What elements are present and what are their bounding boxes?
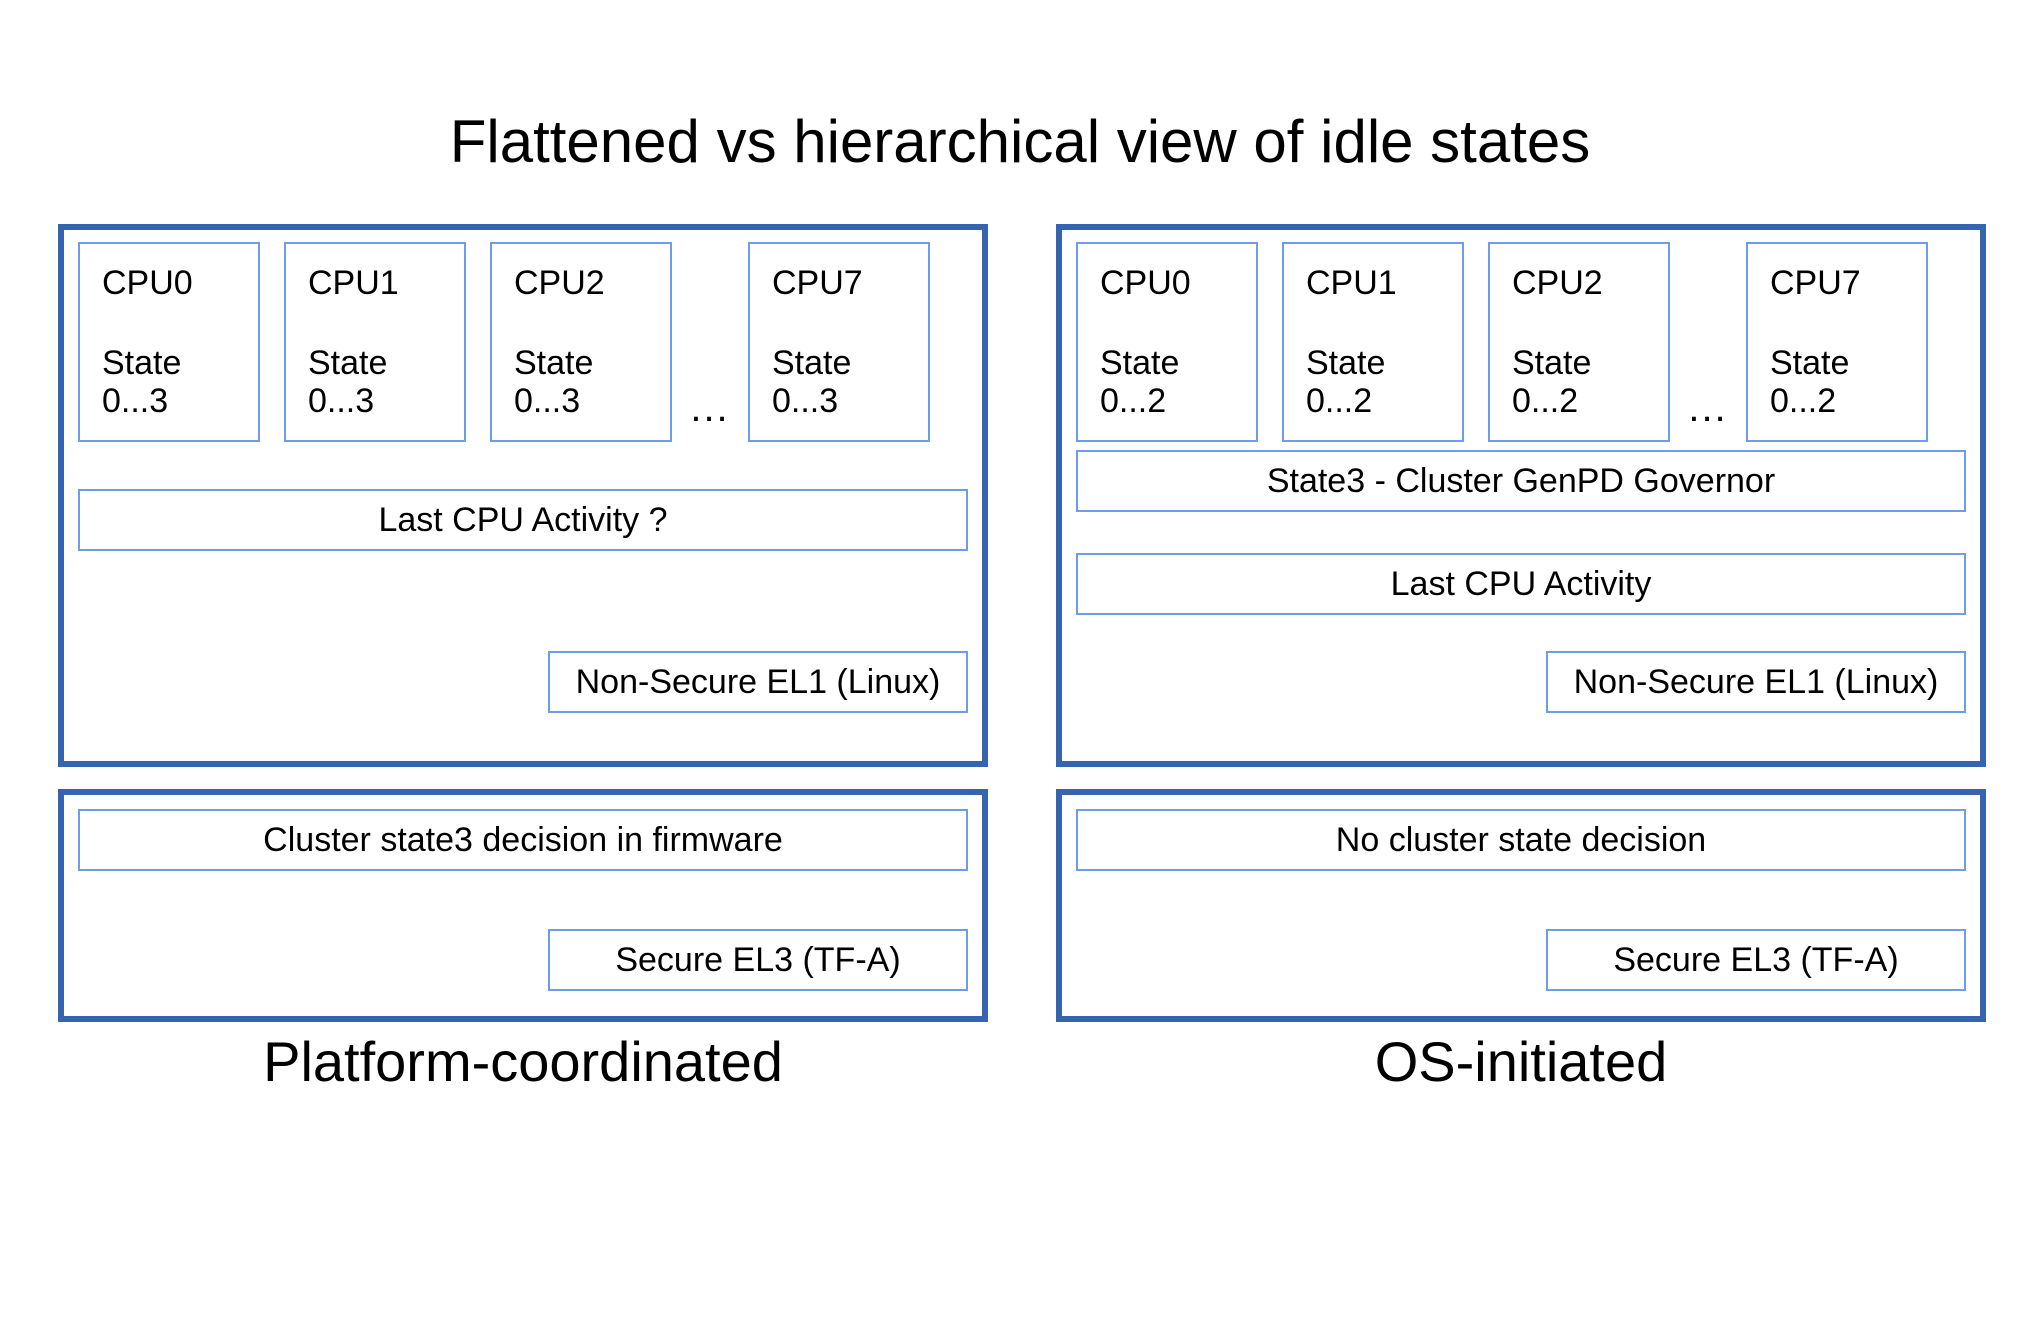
cpu-state-range: 0...2 xyxy=(1100,381,1167,420)
diagram-column-platform-coordinated: CPU0 State 0...3 CPU1 State 0...3 CPU2 S… xyxy=(58,224,988,1022)
firmware-panel-os-initiated: No cluster state decision Secure EL3 (TF… xyxy=(1056,789,1986,1022)
caption-platform-coordinated: Platform-coordinated xyxy=(263,1030,783,1093)
cpu-label: CPU7 xyxy=(1770,264,1861,302)
cpu-state-label: State xyxy=(102,343,182,382)
caption-os-initiated: OS-initiated xyxy=(1374,1030,1668,1093)
exception-level-el1-box-left: Non-Secure EL1 (Linux) xyxy=(548,651,968,713)
exception-level-el3-box-left: Secure EL3 (TF-A) xyxy=(548,929,968,991)
cpu-box-cpu1-right: CPU1 State 0...2 xyxy=(1282,242,1464,442)
cpu-state-range: 0...3 xyxy=(308,381,375,420)
cpu-box-cpu7-left: CPU7 State 0...3 xyxy=(748,242,930,442)
cpu-state-block: State 0...2 xyxy=(1100,344,1179,420)
cpu-state-block: State 0...3 xyxy=(772,344,851,420)
cpu-state-block: State 0...3 xyxy=(514,344,593,420)
last-cpu-activity-box-right: Last CPU Activity xyxy=(1076,553,1966,615)
cpu-state-label: State xyxy=(772,343,852,382)
cpu-state-block: State 0...2 xyxy=(1512,344,1591,420)
cpu-state-range: 0...2 xyxy=(1770,381,1837,420)
cpu-box-cpu1-left: CPU1 State 0...3 xyxy=(284,242,466,442)
cpu-box-cpu0-right: CPU0 State 0...2 xyxy=(1076,242,1258,442)
cpu-label: CPU0 xyxy=(1100,264,1191,302)
cpu-box-cpu2-left: CPU2 State 0...3 xyxy=(490,242,672,442)
cpu-state-block: State 0...2 xyxy=(1770,344,1849,420)
cluster-decision-box-right: No cluster state decision xyxy=(1076,809,1966,871)
cpu-state-label: State xyxy=(308,343,388,382)
os-panel-platform-coordinated: CPU0 State 0...3 CPU1 State 0...3 CPU2 S… xyxy=(58,224,988,767)
os-panel-os-initiated: CPU0 State 0...2 CPU1 State 0...2 CPU2 S… xyxy=(1056,224,1986,767)
last-cpu-activity-box-left: Last CPU Activity ? xyxy=(78,489,968,551)
exception-level-el1-box-right: Non-Secure EL1 (Linux) xyxy=(1546,651,1966,713)
cpu-state-label: State xyxy=(1770,343,1850,382)
cpu-box-cpu0-left: CPU0 State 0...3 xyxy=(78,242,260,442)
cpu-state-label: State xyxy=(1306,343,1386,382)
cpu-state-range: 0...3 xyxy=(772,381,839,420)
cpu-label: CPU2 xyxy=(514,264,605,302)
cpu-state-block: State 0...3 xyxy=(102,344,181,420)
cpu-state-range: 0...2 xyxy=(1512,381,1579,420)
cpu-ellipsis-right: ... xyxy=(1688,386,1728,430)
cpu-state-range: 0...3 xyxy=(514,381,581,420)
cpu-label: CPU0 xyxy=(102,264,193,302)
cpu-state-label: State xyxy=(514,343,594,382)
cpu-box-cpu2-right: CPU2 State 0...2 xyxy=(1488,242,1670,442)
cpu-ellipsis-left: ... xyxy=(690,386,730,430)
cpu-box-cpu7-right: CPU7 State 0...2 xyxy=(1746,242,1928,442)
cpu-state-range: 0...3 xyxy=(102,381,169,420)
cpu-label: CPU1 xyxy=(308,264,399,302)
cpu-state-block: State 0...3 xyxy=(308,344,387,420)
cpu-state-label: State xyxy=(1512,343,1592,382)
cpu-label: CPU7 xyxy=(772,264,863,302)
firmware-panel-platform-coordinated: Cluster state3 decision in firmware Secu… xyxy=(58,789,988,1022)
cpu-row-right: CPU0 State 0...2 CPU1 State 0...2 CPU2 S… xyxy=(1076,242,1966,442)
cpu-label: CPU1 xyxy=(1306,264,1397,302)
exception-level-el3-box-right: Secure EL3 (TF-A) xyxy=(1546,929,1966,991)
diagram-column-os-initiated: CPU0 State 0...2 CPU1 State 0...2 CPU2 S… xyxy=(1056,224,1986,1022)
cpu-state-range: 0...2 xyxy=(1306,381,1373,420)
cpu-row-left: CPU0 State 0...3 CPU1 State 0...3 CPU2 S… xyxy=(78,242,968,442)
cluster-genpd-governor-box: State3 - Cluster GenPD Governor xyxy=(1076,450,1966,512)
cluster-decision-box-left: Cluster state3 decision in firmware xyxy=(78,809,968,871)
cpu-state-label: State xyxy=(1100,343,1180,382)
page-title: Flattened vs hierarchical view of idle s… xyxy=(449,108,1591,175)
cpu-label: CPU2 xyxy=(1512,264,1603,302)
cpu-state-block: State 0...2 xyxy=(1306,344,1385,420)
